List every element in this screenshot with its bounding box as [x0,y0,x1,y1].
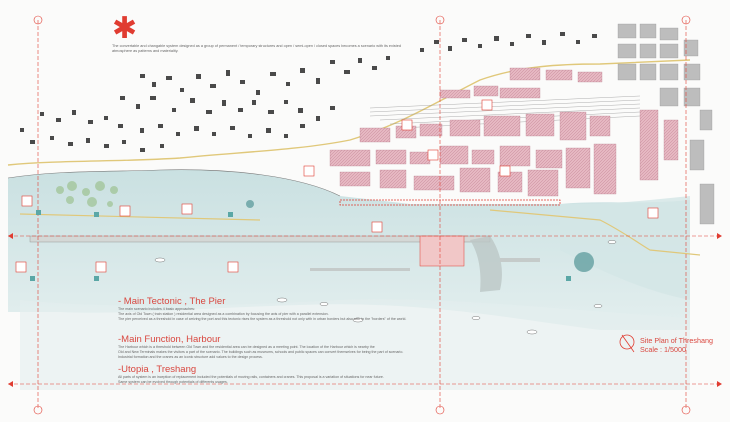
harbour-quay-line [489,209,701,256]
section-line: The axis of Old Town ( train station ) r… [118,312,329,316]
section-title: -Utopia , Treshang [118,364,197,375]
shoreline [7,169,341,197]
city-grid-northeast [617,23,715,225]
sea-area-east [560,196,690,300]
harbour-buildings [329,67,679,197]
section-main-tectonic: - Main Tectonic , The Pier The main scen… [118,296,448,322]
boats [154,240,617,335]
old-town-buildings [20,32,597,152]
north-arrow-icon [619,334,635,353]
west-breakwater [19,213,261,221]
intro-text: The convertable and changable system des… [112,44,401,53]
section-line: The main scenario includes 4 basic appro… [118,307,195,311]
section-line: All parts of system is an inception of r… [118,375,384,379]
trees [56,181,594,272]
section-title: -Main Function, Harbour [118,334,221,345]
section-line: Same system can be evolved through poten… [118,380,228,384]
red-marker-icon [15,99,659,273]
section-title: - Main Tectonic , The Pier [118,296,226,307]
scale-label: Site Plan of Threshang Scale : 1/5000 [640,336,713,354]
scale-title: Site Plan of Threshang [640,336,713,345]
section-utopia: -Utopia , Treshang All parts of system i… [118,364,448,385]
section-line: Old and New Terminals makes the visitors… [118,350,404,354]
scale-value: Scale : 1/5000 [640,345,686,354]
axis-markers [33,15,691,415]
sea-lower-fade [20,299,690,390]
teal-marker-icon [30,210,571,281]
asterisk-icon: ✱ [112,12,138,45]
section-line: The pier perceived as a threshold in cas… [118,317,407,321]
section-line: Industrial formation and the cranes as a… [118,355,263,359]
section-main-function: -Main Function, Harbour The Harbour whic… [118,334,448,360]
section-line: The Harbour which is a threshold between… [118,345,375,349]
sea-area [8,169,690,330]
section-arrow-icon [8,233,722,387]
pier [29,199,561,292]
